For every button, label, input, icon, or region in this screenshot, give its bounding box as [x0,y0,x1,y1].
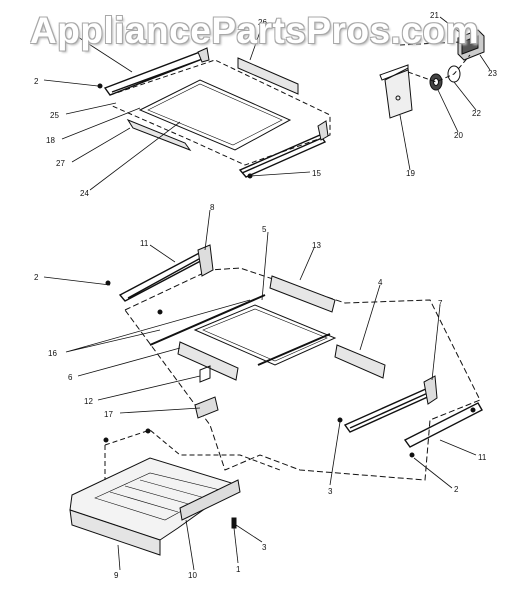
washer-20-hole [433,78,439,86]
callout-15: 15 [312,169,321,178]
callout-13: 13 [312,241,321,250]
callout-11-lower: 11 [478,453,487,462]
main-shelf-frame-dashed [124,267,481,481]
callout-2-lower: 2 [454,485,459,494]
right-rail-7 [343,387,433,433]
main-glass-panel [193,304,337,366]
callout-26: 26 [258,18,267,27]
callout-3-drawer: 3 [262,543,267,552]
right-bracket-7 [423,375,438,405]
trim-4 [334,344,386,379]
screw-2-upper [97,83,103,89]
main-shelf-assembly [105,244,483,481]
front-trim-6 [177,341,239,381]
callout-18: 18 [46,136,55,145]
callout-1-drawer: 1 [236,565,241,574]
callout-16: 16 [48,349,57,358]
screw-3-drawer [231,517,237,529]
clip-17 [194,396,219,419]
drawer-9-front [69,509,161,556]
crisper-drawer-assembly [69,428,281,556]
callout-24: 24 [80,189,89,198]
drawer-track-dashed [104,429,281,480]
upper-glass-inner [147,83,283,146]
bracket-19 [384,67,413,119]
callout-2: 2 [34,77,39,86]
drawer-side-10 [179,479,241,521]
shelf-bar-16 [149,294,331,366]
callout-4: 4 [378,278,383,287]
callout-1: 1 [72,33,77,42]
callout-27: 27 [56,159,65,168]
bracket-19-flange [379,64,409,81]
left-bracket-8 [197,244,214,277]
watermark-text: AppliancePartsPros.com [30,10,479,51]
callout-20: 20 [454,131,463,140]
screw-3-main [337,417,343,423]
callout-17: 17 [104,410,113,419]
callouts: 1 2 25 18 27 24 15 26 21 23 22 20 19 8 1… [34,11,497,580]
upper-right-bracket [317,120,329,141]
screw-drawer-b [145,428,151,434]
callout-11-upper: 11 [140,239,149,248]
callout-23: 23 [488,69,497,78]
callout-5: 5 [262,225,267,234]
left-rail-11 [118,249,212,302]
lower-rail-11 [403,402,483,448]
hinge-block-23-inner [461,35,479,55]
callout-21: 21 [430,11,439,20]
callout-19: 19 [406,169,415,178]
screw-main-b [470,407,476,413]
leader-lines [43,16,491,571]
upper-left-bracket [197,47,210,63]
callout-25: 25 [50,111,59,120]
screw-drawer-a [103,437,109,443]
upper-shelf-frame-dashed [109,59,331,166]
clip-12 [199,365,211,383]
callout-2-main: 2 [34,273,39,282]
callout-6: 6 [68,373,73,382]
upper-shelf-assembly [97,47,331,179]
callout-3-main: 3 [328,487,333,496]
callout-10: 10 [188,571,197,580]
main-glass-inner [202,308,328,362]
callout-9: 9 [114,571,119,580]
bracket-19-hole [395,95,401,101]
hinge-bracket-group [379,29,485,119]
callout-8: 8 [210,203,215,212]
callout-12: 12 [84,397,93,406]
upper-rear-trim [237,57,299,95]
callout-22: 22 [472,109,481,118]
screw-2-lower [409,452,415,458]
upper-front-trim [126,118,192,152]
rear-trim-13 [269,275,336,313]
upper-right-rail [238,134,327,178]
hinge-dashed-link [399,41,471,83]
upper-glass-panel [138,79,292,151]
callout-7: 7 [438,299,443,308]
screw-main-a [157,309,163,315]
